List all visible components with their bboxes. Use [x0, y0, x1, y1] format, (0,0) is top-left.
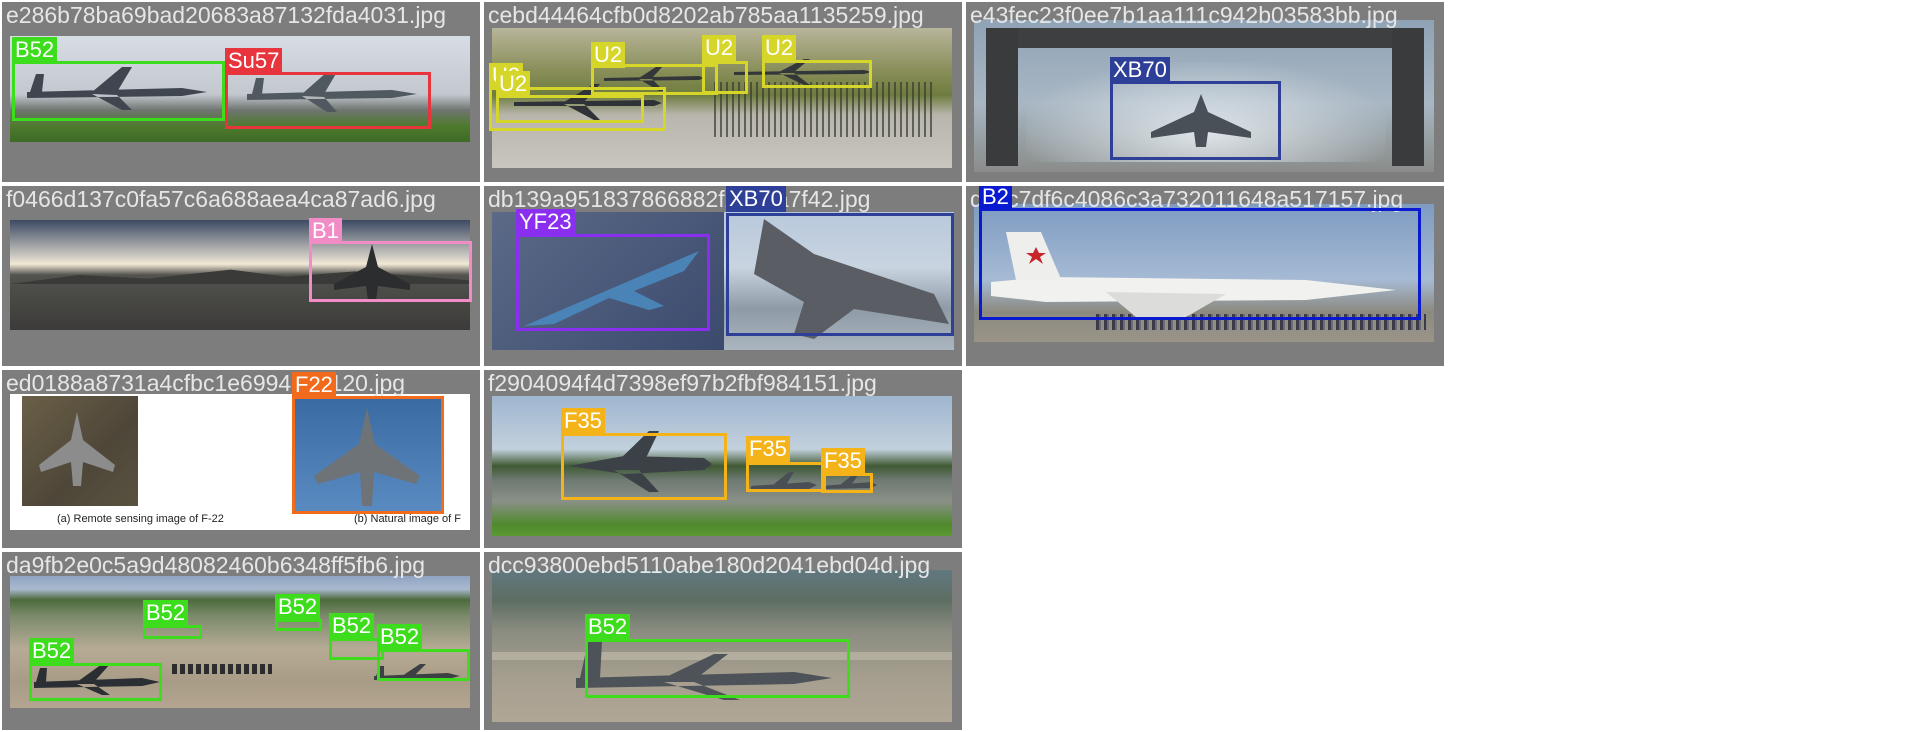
vehicle-cluster — [172, 664, 272, 674]
image-filename: dc7c7df6c4086c3a732011648a517157.jpg — [970, 186, 1404, 212]
detection-box — [143, 625, 202, 639]
detection-box — [275, 619, 322, 631]
aircraft-shape — [821, 474, 877, 489]
aircraft-shape — [604, 65, 704, 91]
detection-label: B52 — [12, 37, 58, 63]
hangar-pillar — [1392, 28, 1424, 166]
mosaic-tile: cebd44464cfb0d8202ab785aa1135259.jpg U2 … — [484, 2, 962, 182]
detection-box — [29, 663, 162, 701]
detection-label: F35 — [561, 408, 605, 434]
detection-box — [821, 473, 873, 493]
detection-label: B52 — [29, 638, 75, 664]
aircraft-shape — [751, 472, 817, 490]
detection-box — [516, 234, 710, 331]
detection-box — [585, 639, 850, 698]
figure-caption: (a) Remote sensing image of F-22 — [57, 513, 224, 525]
detection-label: F35 — [821, 448, 865, 474]
detection-label: XB70 — [726, 186, 786, 212]
aircraft-shape — [1151, 94, 1251, 147]
detection-box — [12, 61, 225, 121]
image-filename: cebd44464cfb0d8202ab785aa1135259.jpg — [488, 2, 924, 28]
detection-box — [489, 87, 666, 131]
detection-box — [329, 638, 384, 660]
detection-label: B52 — [275, 594, 321, 620]
detection-box — [746, 462, 826, 492]
aircraft-shape — [34, 664, 160, 695]
aircraft-shape — [754, 219, 949, 339]
detection-label: Su57 — [225, 48, 283, 74]
detection-box — [979, 208, 1421, 320]
image-filename: f2904094f4d7398ef97b2fbf984151.jpg — [488, 370, 877, 396]
mosaic-tile: f0466d137c0fa57c6a688aea4ca87ad6.jpg B1 — [2, 186, 480, 366]
detection-label: U2 — [702, 35, 737, 61]
image-filename: e286b78ba69bad20683a87132fda4031.jpg — [6, 2, 447, 28]
detection-box — [561, 433, 727, 500]
aircraft-shape — [576, 642, 832, 700]
mosaic-tile: db139a951837866882f2294a7f42.jpg YF23 XB… — [484, 186, 962, 366]
aircraft-shape — [334, 244, 410, 300]
hangar-pillar — [986, 28, 1018, 166]
detection-label: B52 — [329, 613, 375, 639]
aircraft-shape — [734, 59, 872, 85]
aircraft-shape — [524, 251, 699, 326]
detection-label: XB70 — [1110, 57, 1170, 83]
detection-label: B1 — [309, 218, 342, 244]
image-filename: db139a951837866882f2294a7f42.jpg — [488, 186, 871, 212]
detection-box — [591, 64, 718, 95]
detection-label: U2 — [591, 42, 626, 68]
detection-label: YF23 — [516, 209, 575, 235]
detection-box — [292, 396, 444, 514]
detection-label: F22 — [292, 372, 336, 398]
detection-box — [726, 213, 954, 336]
detection-box — [377, 649, 470, 681]
mosaic-tile: dcc93800ebd5110abe180d2041ebd04d.jpg B52 — [484, 552, 962, 730]
mosaic-tile: (a) Remote sensing image of F-22 (b) Nat… — [2, 370, 480, 548]
detection-label: B52 — [143, 600, 189, 626]
troop-formation — [714, 82, 934, 137]
aircraft-shape — [569, 431, 712, 492]
aircraft-shape — [247, 72, 417, 112]
mosaic-tile: e286b78ba69bad20683a87132fda4031.jpg B52… — [2, 2, 480, 182]
detection-box — [1110, 81, 1281, 160]
aircraft-shape — [314, 408, 420, 506]
detection-label: U2 — [762, 35, 797, 61]
image-filename: da9fb2e0c5a9d48082460b6348ff5fb6.jpg — [6, 552, 426, 578]
image-filename: e43fec23f0ee7b1aa111c942b03583bb.jpg — [970, 2, 1398, 28]
aircraft-shape — [374, 664, 460, 680]
detection-label: B52 — [377, 624, 423, 650]
detection-box — [702, 61, 748, 94]
detection-label: F35 — [746, 436, 790, 462]
detection-box — [309, 241, 472, 302]
detection-box — [225, 72, 431, 129]
image-filename: dcc93800ebd5110abe180d2041ebd04d.jpg — [488, 552, 931, 578]
aircraft-shape — [27, 67, 207, 110]
detection-label: B52 — [585, 614, 631, 640]
mosaic-tile: dc7c7df6c4086c3a732011648a517157.jpg B2 — [966, 186, 1444, 366]
figure-caption: (b) Natural image of F — [354, 513, 461, 525]
mosaic-tile: da9fb2e0c5a9d48082460b6348ff5fb6.jpg B52… — [2, 552, 480, 730]
mosaic-tile: f2904094f4d7398ef97b2fbf984151.jpg F35 F… — [484, 370, 962, 548]
mosaic-tile: e43fec23f0ee7b1aa111c942b03583bb.jpg XB7… — [966, 2, 1444, 182]
aircraft-shape — [991, 232, 1396, 317]
detection-box — [762, 60, 872, 88]
image-filename: ed0188a8731a4cfbc1e6994299120.jpg — [6, 370, 406, 396]
image-filename: f0466d137c0fa57c6a688aea4ca87ad6.jpg — [6, 186, 436, 212]
aircraft-shape — [39, 412, 115, 486]
detection-label: B2 — [979, 186, 1012, 210]
detection-label: U2 — [496, 71, 531, 97]
hangar-arch — [986, 28, 1424, 48]
detection-box — [496, 95, 644, 123]
aircraft-shape — [514, 84, 662, 120]
